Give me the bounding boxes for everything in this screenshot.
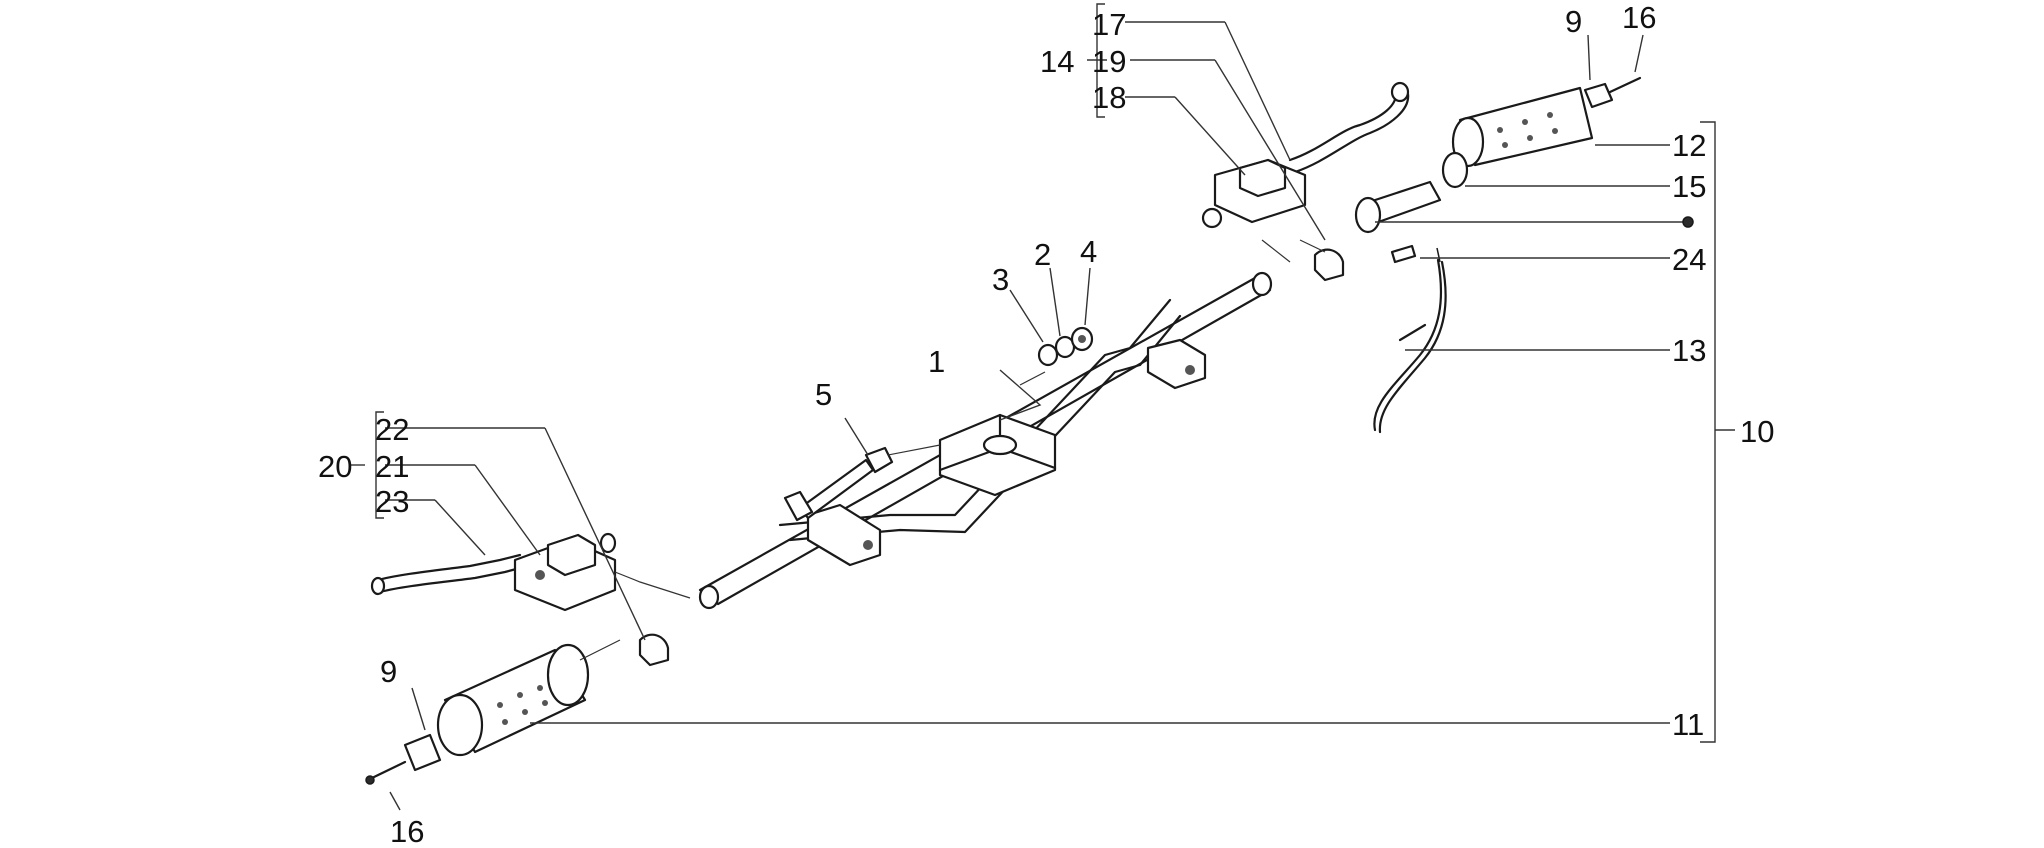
handlebar-clamp-bracket-left <box>806 503 882 567</box>
left-grip <box>436 643 590 757</box>
label-16-left: 16 <box>390 814 424 848</box>
label-24: 24 <box>1672 242 1706 277</box>
label-18: 18 <box>1092 80 1126 115</box>
label-17: 17 <box>1092 7 1126 42</box>
label-3: 3 <box>992 262 1009 297</box>
right-bar-end-weight <box>1583 82 1614 109</box>
right-bar-end-screw <box>1608 76 1642 94</box>
group-brackets <box>375 3 1716 743</box>
left-lever-housing <box>513 532 617 612</box>
right-brake-lever <box>1288 81 1410 174</box>
assembly-lines <box>579 239 1326 661</box>
clamp-bolt <box>783 446 894 522</box>
throttle-tube <box>1354 180 1442 234</box>
right-lever-housing <box>1201 158 1307 229</box>
label-22: 22 <box>375 412 409 447</box>
callout-labels: 1 2 3 4 5 9 9 10 11 12 13 14 15 16 16 17… <box>318 0 1774 848</box>
label-2: 2 <box>1034 237 1051 272</box>
label-1: 1 <box>928 344 945 379</box>
left-brake-lever <box>370 553 522 596</box>
label-21: 21 <box>375 449 409 484</box>
left-bar-end-weight <box>403 733 442 772</box>
label-9-right: 9 <box>1565 4 1582 39</box>
right-grip-washer <box>1441 151 1469 189</box>
label-5: 5 <box>815 377 832 412</box>
label-14: 14 <box>1040 44 1074 79</box>
label-23: 23 <box>375 484 409 519</box>
right-grip <box>1451 86 1594 168</box>
label-4: 4 <box>1080 234 1097 269</box>
left-bar-end-screw <box>365 760 407 785</box>
label-20: 20 <box>318 449 352 484</box>
label-11: 11 <box>1672 707 1704 742</box>
leader-lines <box>350 21 1735 811</box>
label-12: 12 <box>1672 128 1706 163</box>
label-13: 13 <box>1672 333 1706 368</box>
handlebar-centre-clamp <box>938 413 1057 497</box>
right-housing-clamp <box>1313 248 1345 282</box>
handlebar-clamp-bracket-right <box>1146 338 1207 390</box>
label-16-right: 16 <box>1622 0 1656 35</box>
throttle-cable-screw <box>1390 244 1417 264</box>
washers <box>1037 326 1094 367</box>
left-housing-clamp <box>638 633 670 667</box>
label-19: 19 <box>1092 44 1126 79</box>
label-9-left: 9 <box>380 654 397 689</box>
label-15: 15 <box>1672 169 1706 204</box>
throttle-cable <box>1373 247 1447 434</box>
label-10: 10 <box>1740 414 1774 449</box>
